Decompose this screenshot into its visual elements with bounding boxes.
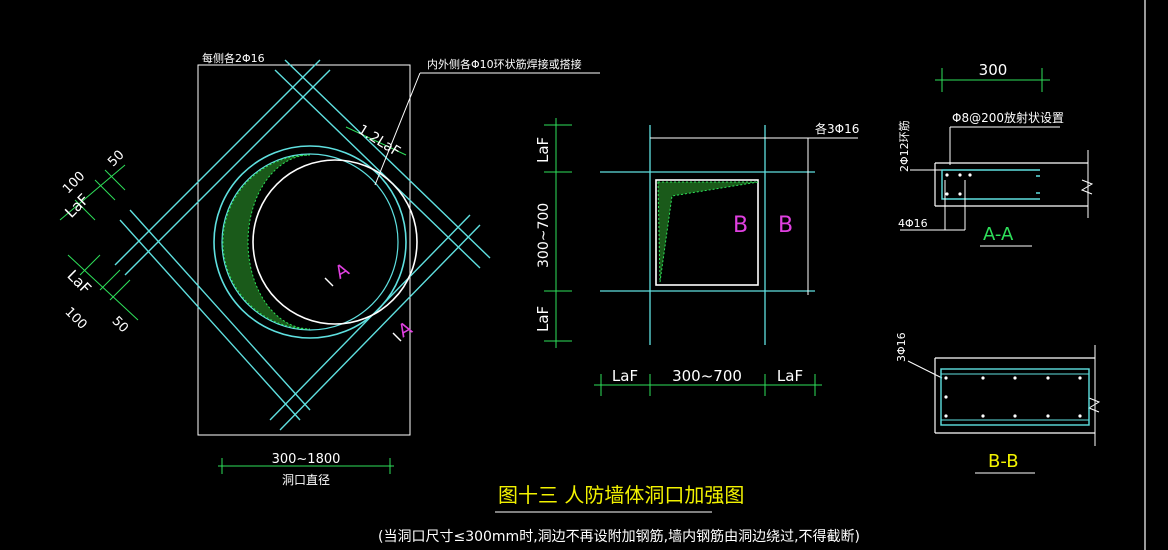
dim-300: 300 xyxy=(979,61,1008,79)
section-cut-mark xyxy=(392,332,402,342)
square-opening-detail: B B 各3Φ16 LaF 300~700 LaF LaF 300~700 La… xyxy=(534,118,859,396)
dim-diameter-caption: 洞口直径 xyxy=(282,473,330,487)
aa-bar-dot xyxy=(958,173,962,177)
dim-laf-top: LaF xyxy=(61,190,92,221)
figure-note: (当洞口尺寸≤300mm时,洞边不再设附加钢筋,墙内钢筋由洞边绕过,不得截断) xyxy=(378,528,860,545)
aa-rebar xyxy=(941,169,1040,200)
dim-diameter: 300~1800 xyxy=(272,452,341,467)
diag-bar xyxy=(274,69,481,269)
section-bb-title: B-B xyxy=(988,451,1019,472)
horizontal-dim-group xyxy=(594,374,822,396)
aa-bar-dot xyxy=(945,192,949,196)
diag-bar xyxy=(119,219,301,421)
each-side-label: 每侧各2Φ16 xyxy=(202,51,265,65)
bb-bar-dots xyxy=(944,376,1082,418)
dim-laf-bottom-sq: LaF xyxy=(534,306,552,332)
hatched-crescent xyxy=(222,154,311,330)
figure-title: 图十三 人防墙体洞口加强图 xyxy=(498,483,744,507)
bb-break-symbol xyxy=(1087,397,1101,413)
diag-bar xyxy=(114,59,321,266)
bb-leader xyxy=(907,360,943,379)
aa-dim-300 xyxy=(935,68,1050,92)
bb-rebar-cage xyxy=(940,368,1090,426)
section-cut-mark xyxy=(324,277,334,287)
dim-laf-bottom: LaF xyxy=(64,266,95,297)
left-dimension-group xyxy=(59,164,139,321)
ring-bar-label: 内外侧各Φ10环状筋焊接或搭接 xyxy=(427,57,582,71)
diag-bar xyxy=(124,69,331,276)
diag-bar xyxy=(279,224,481,431)
square-opening xyxy=(655,179,759,286)
circular-opening-detail: A A 每侧各2Φ16 内外侧各Φ10环状筋焊接或搭接 1.2LaF 100 5… xyxy=(59,51,600,487)
dim-100-bottom: 100 xyxy=(62,305,90,333)
section-bb-detail: 3Φ16 B-B xyxy=(895,332,1101,474)
opening-circle xyxy=(252,159,418,325)
inner-ring-bar xyxy=(221,153,399,331)
aa-bar-dot xyxy=(968,173,972,177)
outer-ring-bar xyxy=(213,145,407,339)
dim-100-top: 100 xyxy=(60,169,88,197)
diag-bar xyxy=(284,59,491,259)
mark-b2: B xyxy=(778,213,793,238)
dim-mid-horizontal: 300~700 xyxy=(672,367,742,385)
bars-label-bb: 3Φ16 xyxy=(895,332,908,362)
ring-label-leader xyxy=(374,72,421,186)
vertical-dim-group xyxy=(544,118,572,348)
section-aa-title: A-A xyxy=(983,224,1014,245)
square-hatch xyxy=(657,181,759,283)
aa-bar-dot xyxy=(958,192,962,196)
each-3-label: 各3Φ16 xyxy=(815,121,859,136)
section-aa-detail: 300 Φ8@200放射状设置 2Φ12环筋 4Φ16 A-A xyxy=(897,61,1094,247)
dim-50-bottom: 50 xyxy=(109,314,131,336)
section-mark-a1: A xyxy=(332,259,354,284)
dim-50-top: 50 xyxy=(105,148,127,170)
radial-label: Φ8@200放射状设置 xyxy=(952,110,1064,125)
mark-b1: B xyxy=(733,213,748,238)
dim-laf-right: LaF xyxy=(777,367,803,385)
ring-label: 2Φ12环筋 xyxy=(897,120,911,172)
aa-break-symbol xyxy=(1080,179,1094,195)
dim-laf-top-sq: LaF xyxy=(534,137,552,163)
bars-label-aa: 4Φ16 xyxy=(898,217,928,230)
diag-bar xyxy=(129,209,311,411)
aa-bar-dot xyxy=(945,173,949,177)
dim-laf-left: LaF xyxy=(612,367,638,385)
circle-frame xyxy=(197,64,411,436)
overlap-dim-line xyxy=(345,126,407,156)
dim-mid-vertical: 300~700 xyxy=(536,203,552,268)
